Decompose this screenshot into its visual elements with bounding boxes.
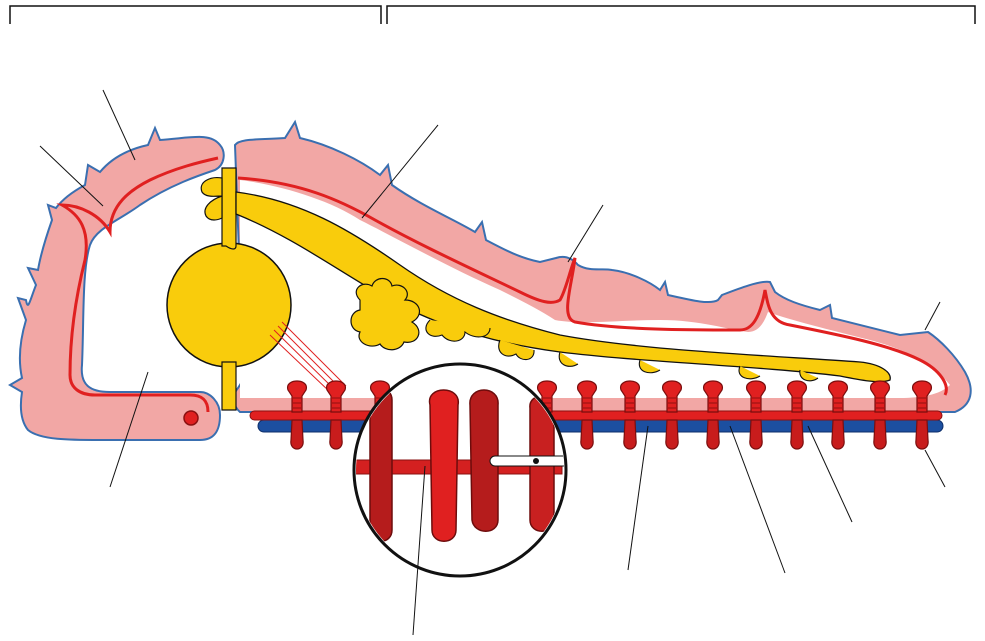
foregut-lobes [201, 178, 222, 220]
segment-ventral [624, 420, 636, 449]
segment-ventral [330, 420, 342, 449]
segment-ventral [916, 420, 928, 449]
segment-ventral [707, 420, 719, 449]
segment-ventral [791, 420, 803, 449]
segment-ventral [581, 420, 593, 449]
segment-ventral [874, 420, 886, 449]
segment-ventral [750, 420, 762, 449]
segment-ventral [666, 420, 678, 449]
segment-ventral [291, 420, 303, 449]
yolk-sac [167, 243, 291, 367]
left-small-vessel [184, 411, 198, 425]
inset-tube [490, 456, 570, 466]
right-bracket [387, 6, 975, 24]
segment-ventral [832, 420, 844, 449]
magnified-inset [352, 364, 570, 576]
left-bracket [10, 6, 381, 24]
